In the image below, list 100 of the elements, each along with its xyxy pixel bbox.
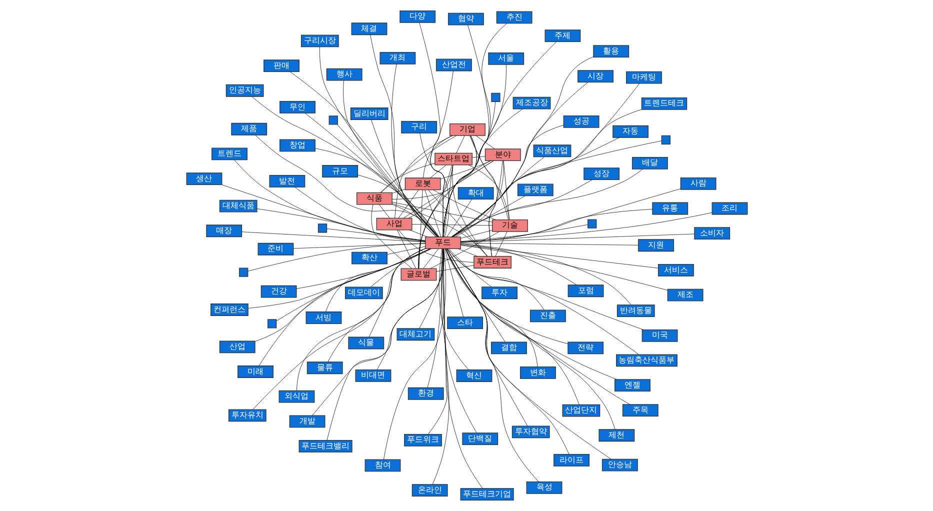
connector	[460, 244, 668, 290]
connector	[418, 160, 490, 269]
connector	[254, 248, 430, 342]
node-box	[266, 319, 276, 328]
connector	[392, 202, 492, 222]
connector	[442, 135, 476, 237]
node-box	[328, 116, 338, 125]
connector	[430, 164, 446, 178]
node-box	[238, 268, 248, 277]
connector	[460, 188, 680, 242]
connector	[442, 108, 522, 237]
connector	[256, 208, 426, 241]
connector	[426, 248, 443, 388]
connector	[418, 190, 422, 269]
connector	[457, 248, 478, 257]
node-box	[587, 219, 596, 228]
connector	[386, 246, 425, 255]
connector	[444, 248, 464, 317]
connector	[442, 42, 556, 237]
connector	[446, 248, 644, 330]
connector	[370, 248, 430, 288]
connector	[234, 160, 425, 242]
connector	[446, 248, 505, 342]
connector	[258, 248, 430, 366]
connector	[442, 64, 506, 237]
connector	[294, 186, 425, 242]
connector	[440, 248, 476, 433]
connector	[452, 125, 564, 238]
connector	[392, 189, 405, 194]
connector	[469, 136, 508, 220]
connector	[452, 180, 592, 238]
connector	[276, 248, 430, 322]
connector	[398, 190, 418, 218]
node-box	[317, 224, 327, 233]
connector	[318, 46, 438, 238]
connector	[460, 234, 694, 242]
connector	[444, 248, 568, 344]
connector	[336, 124, 438, 238]
connector	[460, 212, 712, 242]
connector	[419, 133, 449, 238]
connector	[422, 135, 452, 178]
connector	[380, 135, 456, 193]
connector	[327, 248, 425, 362]
connector	[468, 164, 509, 220]
connector	[488, 160, 502, 256]
connector	[342, 80, 438, 238]
connector	[456, 135, 464, 154]
connector	[460, 242, 638, 246]
connector	[427, 190, 487, 257]
connector	[394, 136, 452, 218]
connector	[442, 24, 489, 237]
connector	[452, 56, 594, 238]
connector	[325, 248, 430, 312]
connector	[446, 248, 538, 482]
connector	[436, 265, 474, 272]
connector	[445, 248, 538, 368]
connector	[475, 135, 494, 150]
node-box	[660, 135, 670, 145]
connector	[314, 148, 438, 237]
connector	[418, 164, 452, 269]
node-box	[490, 92, 500, 102]
connector	[370, 120, 437, 237]
connector	[446, 248, 611, 460]
connector	[450, 140, 662, 238]
connector	[448, 248, 492, 288]
connector	[296, 248, 425, 391]
connector	[450, 156, 544, 238]
connector	[432, 190, 496, 220]
connector	[221, 184, 425, 242]
connector	[418, 135, 476, 269]
connector	[452, 196, 525, 238]
connector	[445, 248, 630, 405]
connector	[446, 248, 544, 310]
connector	[396, 230, 416, 269]
connector	[418, 248, 443, 328]
connector	[422, 248, 438, 269]
connector	[442, 23, 506, 237]
connector	[430, 231, 499, 269]
connector	[442, 248, 482, 488]
connector	[446, 199, 472, 238]
connector	[450, 83, 640, 238]
connector	[254, 134, 438, 238]
connector	[460, 244, 576, 286]
connector	[502, 160, 510, 220]
connector	[450, 109, 642, 238]
connector	[472, 156, 485, 158]
connector	[408, 230, 428, 238]
connector	[460, 209, 652, 242]
connector	[411, 224, 492, 226]
connector	[440, 160, 490, 180]
connector	[494, 231, 507, 256]
connector	[408, 164, 453, 218]
connector	[445, 248, 615, 430]
connector	[289, 72, 438, 238]
connector	[443, 164, 452, 238]
connector	[460, 244, 631, 305]
connector	[438, 248, 468, 370]
connector	[452, 82, 588, 238]
connector	[248, 248, 430, 308]
connector	[370, 34, 436, 237]
